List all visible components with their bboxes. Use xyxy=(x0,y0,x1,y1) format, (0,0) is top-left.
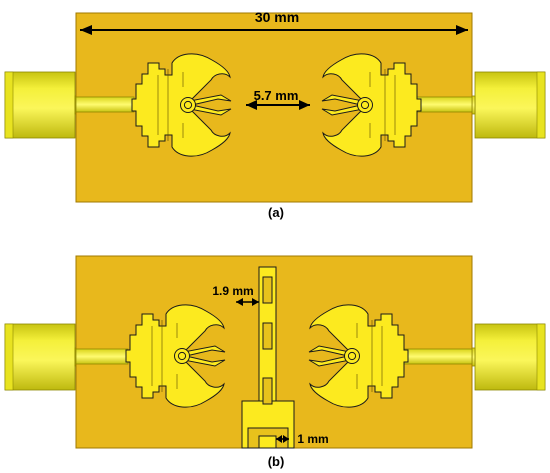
slot-offset-label: 1.9 mm xyxy=(212,284,253,298)
slot-offset-dimension: 1.9 mm xyxy=(212,284,259,306)
caption-a: (a) xyxy=(268,205,284,220)
feed-line-left xyxy=(75,96,135,113)
center-resonator xyxy=(241,266,295,449)
caption-b: (b) xyxy=(268,454,285,469)
width-label: 30 mm xyxy=(255,9,299,25)
gap-label: 5.7 mm xyxy=(254,88,299,103)
panel-b: 1.9 mm 1 mm (b) xyxy=(4,255,546,469)
width-dimension: 30 mm xyxy=(80,9,468,35)
slot-width-label: 1 mm xyxy=(297,432,328,446)
feed-line-right-b xyxy=(403,348,473,365)
feed-line-right xyxy=(415,96,473,113)
slot-width-dimension: 1 mm xyxy=(276,432,329,446)
gap-dimension: 5.7 mm xyxy=(246,88,310,110)
panel-a: 30 mm 5.7 mm (a) xyxy=(4,9,546,220)
feed-line-left-b xyxy=(75,348,129,365)
